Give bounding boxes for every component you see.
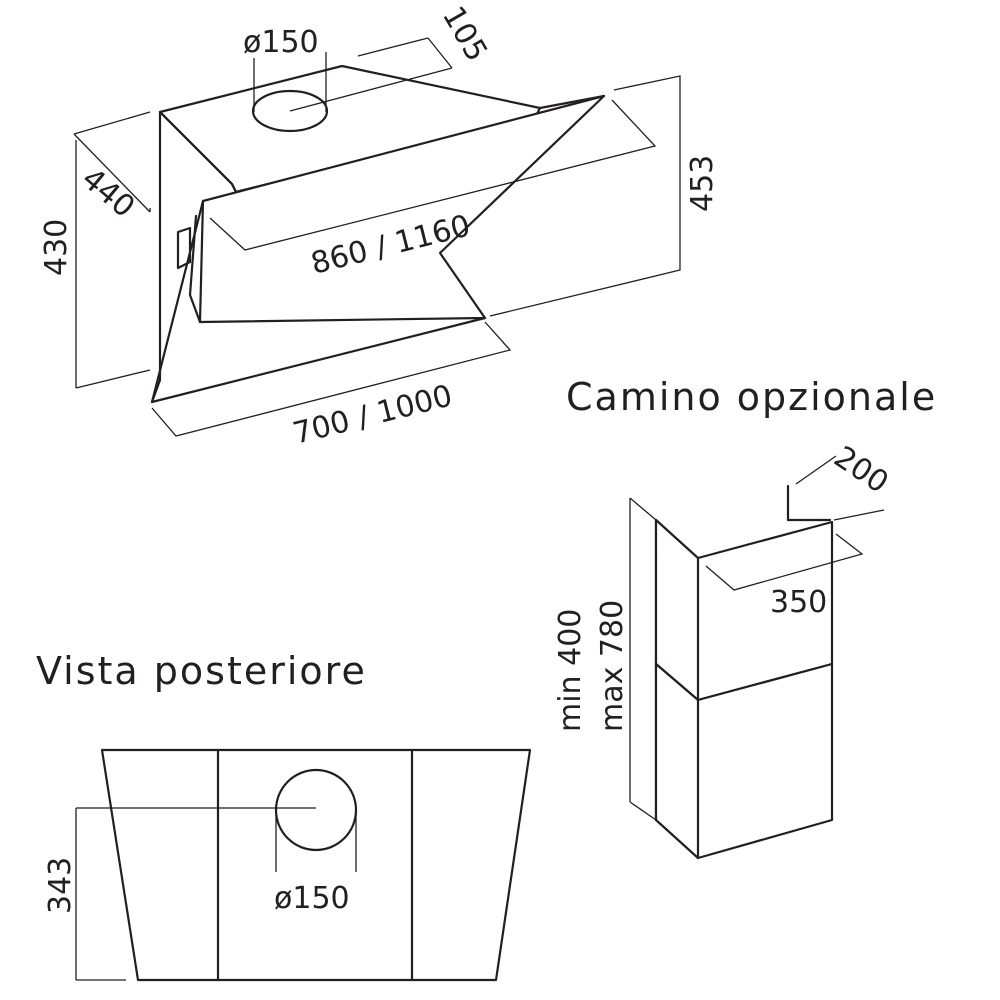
dim-chimney-height <box>629 497 657 821</box>
label-rear-duct-diameter: ø150 <box>274 881 350 916</box>
label-depth: 440 <box>75 161 141 225</box>
hood-side-knob <box>176 226 192 270</box>
dim-depth <box>73 111 151 213</box>
dim-height-total <box>75 140 151 389</box>
label-height-total: 430 <box>39 219 74 276</box>
rear-outline <box>100 748 532 982</box>
rear-view: Vista posteriore 343 ø150 <box>36 649 532 982</box>
dim-duct-offset <box>289 37 453 112</box>
hood-left-side <box>150 110 162 404</box>
label-chimney-height-min: min 400 <box>553 609 588 732</box>
label-height-back: 453 <box>685 155 720 212</box>
label-chimney-depth: 200 <box>828 440 895 501</box>
chimney-view: Camino opzionale 200 350 min 400 max 780 <box>553 375 937 860</box>
dim-inner-width <box>209 99 657 251</box>
hood-inner-edge <box>188 214 202 324</box>
duct-opening-top <box>251 89 329 133</box>
chimney-title: Camino opzionale <box>566 375 937 419</box>
dim-chimney-depth <box>795 455 885 521</box>
dim-width <box>151 321 512 437</box>
dim-rear-duct-height <box>75 807 316 981</box>
hood-right-side <box>538 94 606 110</box>
label-rear-duct-height: 343 <box>43 857 78 914</box>
dim-chimney-width <box>705 533 864 591</box>
dim-rear-duct-diameter <box>275 810 357 872</box>
hood-glass-panel <box>198 94 606 324</box>
dim-height-back <box>489 75 681 317</box>
label-chimney-height-max: max 780 <box>595 600 630 732</box>
label-chimney-width: 350 <box>770 585 827 620</box>
chimney-lower-section <box>654 662 834 860</box>
hood-lower-face <box>150 199 487 404</box>
label-width: 700 / 1000 <box>289 378 455 451</box>
label-duct-diameter: ø150 <box>243 25 319 60</box>
rear-view-title: Vista posteriore <box>36 649 367 693</box>
